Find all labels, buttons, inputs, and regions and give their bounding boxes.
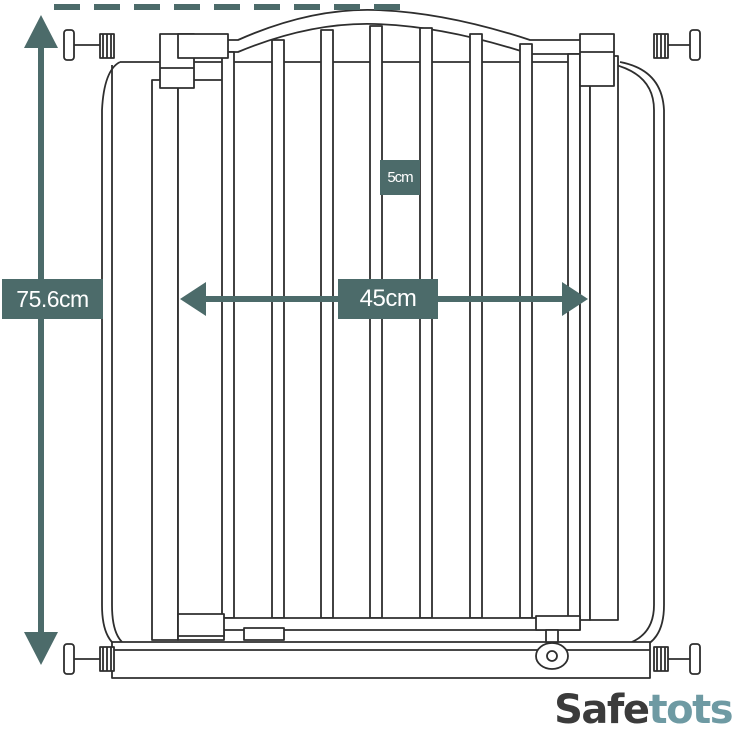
- height-dimension-arrow: [24, 15, 58, 665]
- height-label: 75.6cm: [2, 279, 103, 319]
- gate-bars: [221, 25, 581, 619]
- bar-spacing-label: 5cm: [380, 160, 420, 195]
- bottom-rail: [111, 641, 651, 679]
- width-label: 45cm: [338, 279, 438, 319]
- brand-logo-part1: Safe: [554, 687, 650, 733]
- spindle-bottom-left: [63, 643, 115, 675]
- bottom-hinge: [177, 613, 285, 641]
- bottom-catch: [535, 615, 581, 670]
- top-hinge: [159, 33, 229, 89]
- spindle-top-right: [653, 29, 701, 61]
- left-hinge-post: [151, 79, 225, 641]
- gate-arch: [188, 9, 590, 55]
- spindle-top-left: [63, 29, 115, 61]
- top-latch: [579, 33, 615, 87]
- gate-bottom-bar: [177, 617, 581, 631]
- spindle-bottom-right: [653, 643, 701, 675]
- outer-frame: [101, 61, 665, 649]
- right-latch-post: [579, 55, 619, 621]
- brand-logo: Safetots: [554, 687, 733, 733]
- brand-logo-part2: tots: [648, 687, 733, 733]
